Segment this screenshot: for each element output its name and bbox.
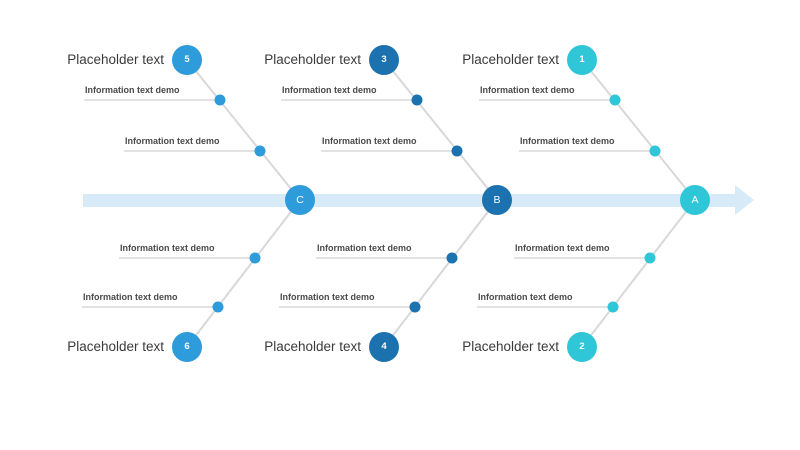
sub-branch-dot bbox=[451, 145, 463, 157]
sub-branch-dot bbox=[607, 301, 619, 313]
node-circle-b bbox=[482, 185, 512, 215]
branch-number: 2 bbox=[579, 341, 585, 352]
branch-line-2 bbox=[581, 199, 696, 348]
branch-number: 4 bbox=[381, 341, 387, 352]
info-label: Information text demo bbox=[120, 243, 215, 253]
branch-circle-4 bbox=[369, 332, 399, 362]
node-circle-a bbox=[680, 185, 710, 215]
branch-title: Placeholder text bbox=[462, 339, 559, 354]
spine-bar bbox=[83, 194, 735, 207]
branch-title: Placeholder text bbox=[264, 52, 361, 67]
info-label: Information text demo bbox=[125, 136, 220, 146]
sub-branch-dot bbox=[214, 94, 226, 106]
spine-arrowhead-icon bbox=[735, 185, 754, 215]
branch-circle-5 bbox=[172, 45, 202, 75]
info-label: Information text demo bbox=[322, 136, 417, 146]
sub-branch-dot bbox=[254, 145, 266, 157]
branch-title: Placeholder text bbox=[67, 339, 164, 354]
sub-branch-dot bbox=[409, 301, 421, 313]
branch-title: Placeholder text bbox=[67, 52, 164, 67]
sub-branch-dot bbox=[644, 252, 656, 264]
branch-circle-2 bbox=[567, 332, 597, 362]
info-label: Information text demo bbox=[317, 243, 412, 253]
info-label: Information text demo bbox=[478, 292, 573, 302]
sub-branch-dot bbox=[212, 301, 224, 313]
info-label: Information text demo bbox=[515, 243, 610, 253]
sub-branch-dot bbox=[446, 252, 458, 264]
branch-number: 1 bbox=[579, 54, 585, 65]
branch-line-3 bbox=[383, 59, 498, 201]
info-label: Information text demo bbox=[83, 292, 178, 302]
branch-circle-6 bbox=[172, 332, 202, 362]
info-label: Information text demo bbox=[85, 85, 180, 95]
info-label: Information text demo bbox=[282, 85, 377, 95]
node-letter: B bbox=[493, 194, 501, 206]
sub-branch-dot bbox=[649, 145, 661, 157]
info-label: Information text demo bbox=[480, 85, 575, 95]
branch-number: 6 bbox=[184, 341, 190, 352]
node-letter: C bbox=[296, 194, 304, 206]
sub-branch-dot bbox=[609, 94, 621, 106]
branch-line-6 bbox=[186, 199, 301, 348]
info-label: Information text demo bbox=[520, 136, 615, 146]
branch-title: Placeholder text bbox=[462, 52, 559, 67]
branch-number: 5 bbox=[184, 54, 190, 65]
branch-circle-1 bbox=[567, 45, 597, 75]
branch-number: 3 bbox=[381, 54, 387, 65]
branch-line-4 bbox=[383, 199, 498, 348]
branch-circle-3 bbox=[369, 45, 399, 75]
info-label: Information text demo bbox=[280, 292, 375, 302]
sub-branch-dot bbox=[249, 252, 261, 264]
branch-title: Placeholder text bbox=[264, 339, 361, 354]
node-circle-c bbox=[285, 185, 315, 215]
branch-line-1 bbox=[581, 59, 696, 201]
branch-line-5 bbox=[186, 59, 301, 201]
sub-branch-dot bbox=[411, 94, 423, 106]
node-letter: A bbox=[691, 194, 699, 206]
